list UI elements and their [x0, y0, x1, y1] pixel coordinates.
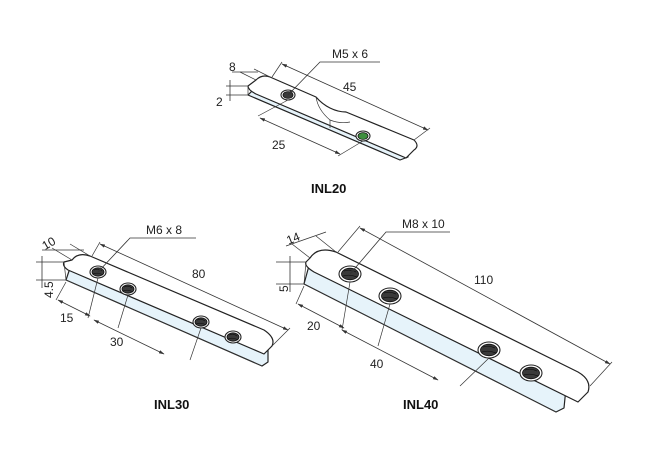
inl40-dim-length: 110 — [474, 273, 493, 287]
inl20-threaded-hole-2 — [355, 130, 371, 142]
inl30-dim-hole-pitch: 30 — [110, 335, 124, 349]
inl20-title: INL20 — [311, 181, 346, 196]
inl40-dim-thickness: 5 — [277, 285, 291, 292]
inl30-dim-length: 80 — [192, 267, 206, 281]
inl30-title: INL30 — [154, 397, 189, 412]
inl30-dim-width: 10 — [39, 234, 58, 253]
inl40-threaded-hole-4 — [519, 364, 543, 382]
inl40-thread-callout: M8 x 10 — [402, 217, 445, 231]
inl40-dim-edge-to-hole: 20 — [307, 319, 321, 333]
inl40-dim-width: 14 — [284, 229, 302, 247]
inl20-dim-width: 8 — [229, 60, 236, 74]
inl30-dim-thickness: 4.5 — [42, 281, 56, 298]
inl40-threaded-hole-2 — [378, 287, 402, 305]
part-inl20: M5 x 6 8 2 45 25 INL20 — [216, 47, 431, 196]
inl30-threaded-hole-4 — [224, 330, 242, 344]
inl20-thread-callout: M5 x 6 — [332, 47, 368, 61]
inl30-threaded-hole-3 — [192, 315, 210, 329]
inl30-dim-edge-to-hole: 15 — [60, 311, 74, 325]
part-inl30: M6 x 8 10 4.5 80 15 30 INL30 — [36, 223, 291, 412]
inl30-thread-callout: M6 x 8 — [146, 223, 182, 237]
inl40-title: INL40 — [403, 397, 438, 412]
inl20-dim-hole-pitch: 25 — [272, 138, 286, 152]
inl40-dim-hole-pitch: 40 — [370, 357, 384, 371]
inl20-dim-thickness: 2 — [216, 95, 223, 109]
inl20-dim-length: 45 — [343, 80, 357, 94]
part-inl40: M8 x 10 14 5 110 20 40 INL40 — [276, 217, 613, 413]
inl30-threaded-hole-2 — [119, 282, 137, 296]
inl40-threaded-hole-3 — [477, 341, 501, 359]
